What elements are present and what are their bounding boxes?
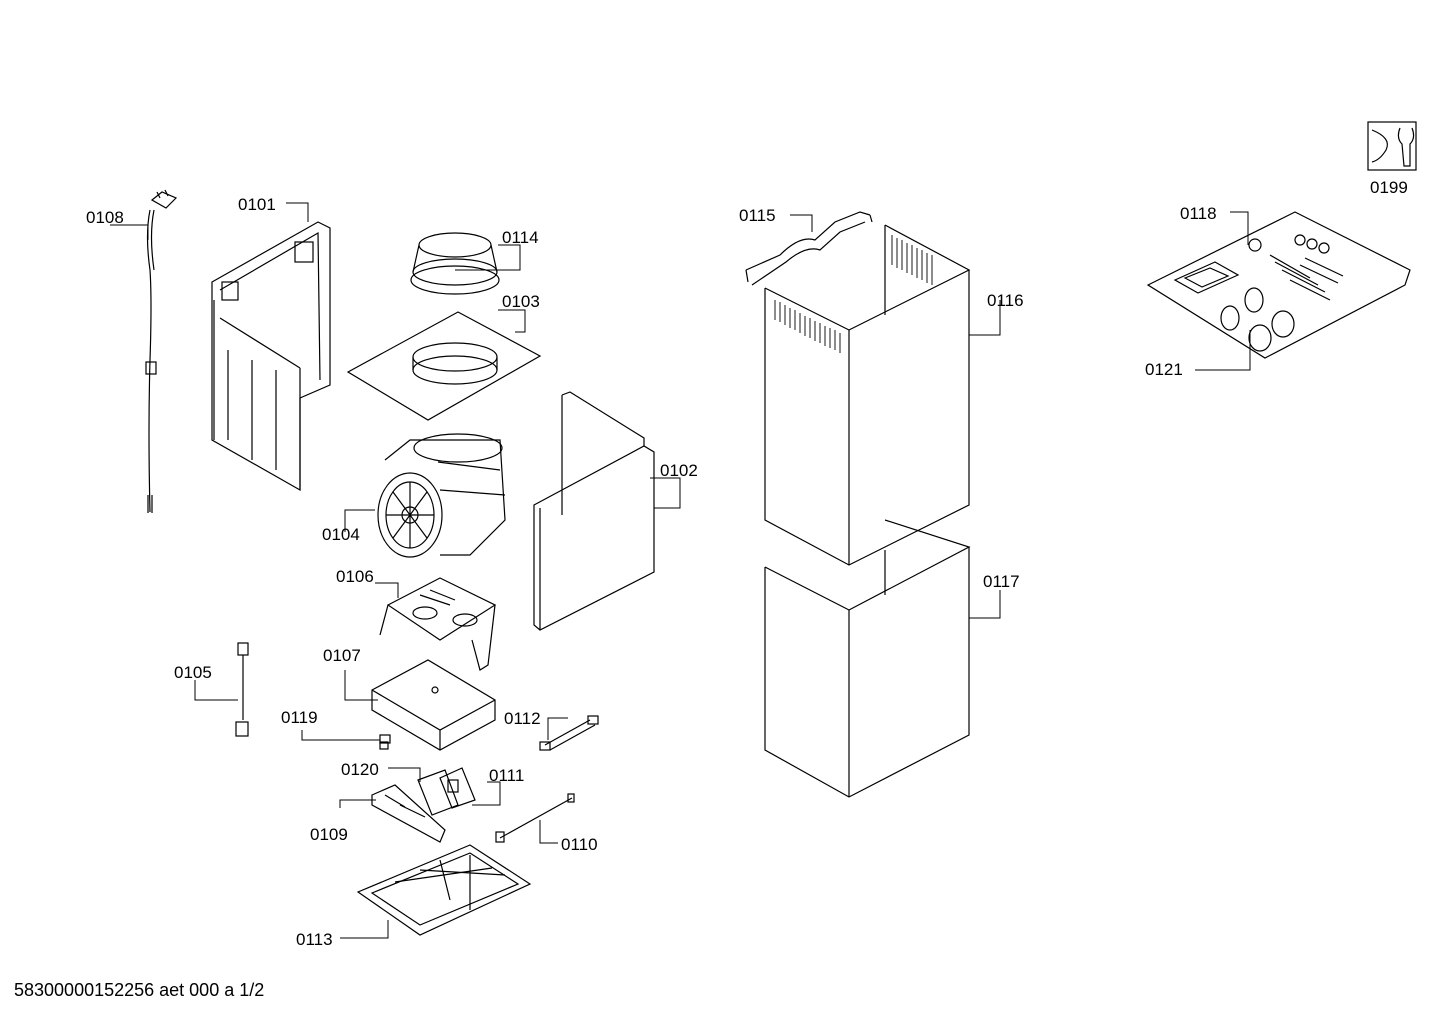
part-0110-cable[interactable] (495, 793, 575, 843)
label-0108: 0108 (86, 208, 124, 227)
label-0119: 0119 (281, 708, 318, 727)
label-0116: 0116 (987, 291, 1024, 310)
part-0103-mounting-plate[interactable] (346, 311, 542, 421)
part-0119-clip[interactable] (379, 734, 391, 750)
label-0112: 0112 (504, 709, 541, 728)
label-0104: 0104 (322, 525, 360, 544)
part-0106-motor-bracket[interactable] (379, 577, 497, 671)
part-0107-electronics-box[interactable] (371, 659, 496, 751)
label-0115: 0115 (739, 206, 776, 225)
part-0113-grease-filter[interactable] (356, 844, 532, 936)
part-0109-control-board[interactable] (371, 784, 446, 843)
label-0110: 0110 (561, 835, 598, 854)
label-0118: 0118 (1180, 204, 1217, 223)
part-0115-chimney-bracket[interactable] (745, 211, 873, 286)
part-0102-side-panel[interactable] (533, 391, 655, 631)
label-0107: 0107 (323, 646, 361, 665)
part-0116-upper-chimney[interactable] (764, 224, 971, 566)
part-0114-duct-ring[interactable] (410, 232, 500, 295)
label-0106: 0106 (336, 567, 374, 586)
label-0109: 0109 (310, 825, 348, 844)
part-0120-module[interactable] (417, 769, 459, 816)
label-0121: 0121 (1145, 360, 1183, 379)
part-0117-lower-chimney[interactable] (764, 519, 971, 798)
part-0108-power-cord[interactable] (145, 189, 178, 513)
part-0111-module[interactable] (439, 767, 476, 809)
label-0101: 0101 (238, 195, 276, 214)
label-0120: 0120 (341, 760, 379, 779)
document-id: 58300000152256 aet 000 a 1/2 (14, 980, 265, 1000)
part-0101-back-frame[interactable] (211, 221, 331, 492)
label-0105: 0105 (174, 663, 212, 682)
part-0118-accessory-bag[interactable] (1146, 211, 1411, 359)
label-0102: 0102 (660, 461, 698, 480)
part-0121-knobs[interactable] (1220, 287, 1295, 352)
label-0199: 0199 (1370, 178, 1408, 197)
label-0113: 0113 (296, 930, 333, 949)
part-0105-cable[interactable] (235, 642, 249, 737)
label-0114: 0114 (502, 228, 539, 247)
wrench-service-icon (1367, 121, 1417, 171)
part-0112-ribbon-cable[interactable] (539, 715, 599, 751)
label-0117: 0117 (983, 572, 1020, 591)
part-0104-blower-motor[interactable] (377, 433, 506, 558)
label-0111: 0111 (489, 766, 524, 785)
label-0103: 0103 (502, 292, 540, 311)
